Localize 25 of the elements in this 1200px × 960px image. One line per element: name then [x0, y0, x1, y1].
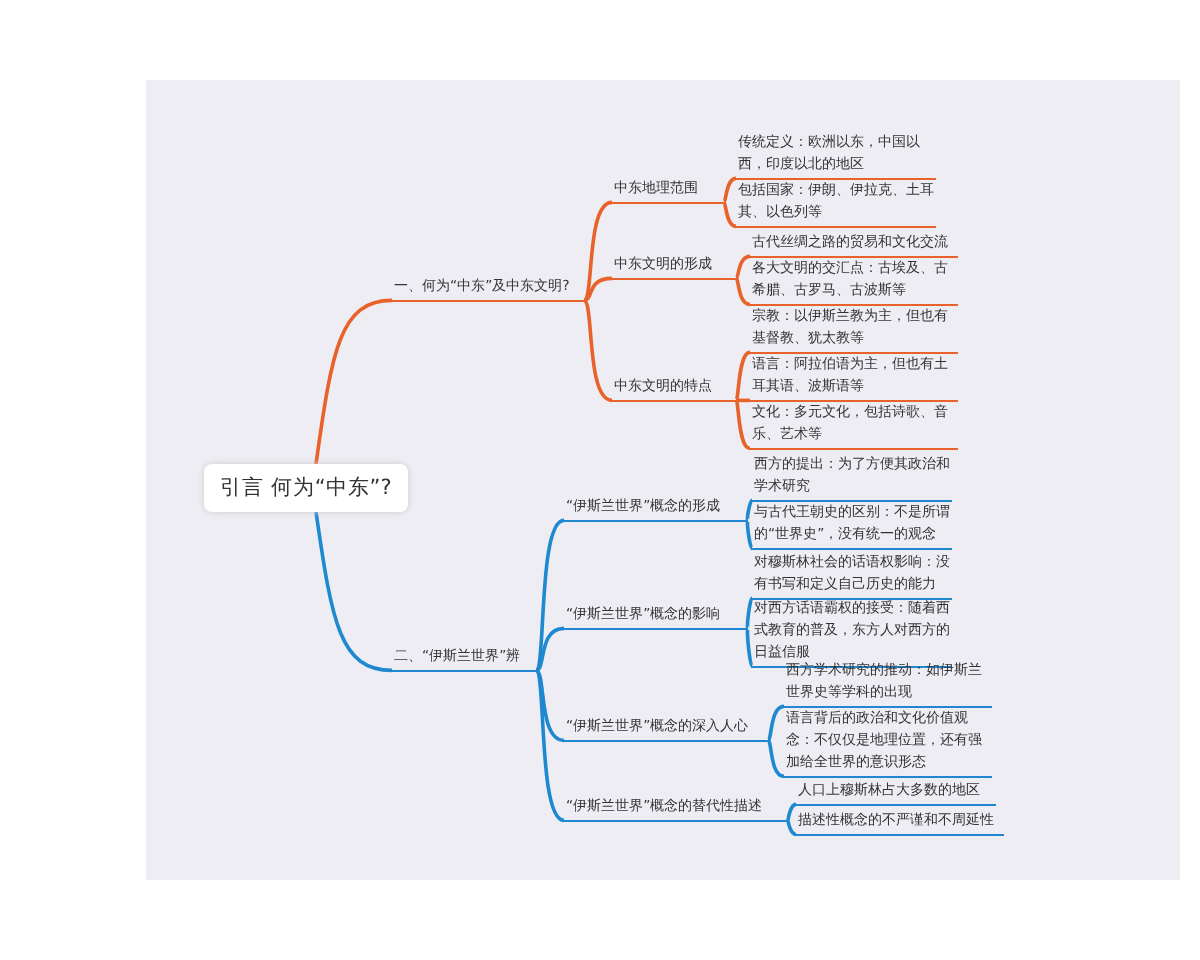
branch-line: [786, 802, 797, 821]
branch-line: [722, 176, 737, 204]
branch-line: [534, 668, 565, 743]
branch-line: [314, 298, 393, 465]
branch-line: [766, 704, 785, 742]
branch-line: [745, 628, 754, 668]
branch-line: [734, 277, 751, 307]
branch-line: [535, 626, 565, 672]
branch-line: [722, 201, 737, 229]
branch-line: [745, 520, 754, 550]
branch-line: [583, 276, 613, 303]
branch-line: [745, 597, 754, 629]
branch-line: [736, 398, 750, 403]
branch-line: [734, 254, 751, 280]
branch-line: [745, 499, 754, 521]
branch-line: [766, 739, 785, 779]
branch-line: [534, 518, 565, 672]
branch-line: [314, 511, 393, 673]
branch-line: [582, 200, 613, 302]
branch-line: [734, 399, 751, 451]
branch-line: [534, 669, 565, 822]
branch-line: [786, 820, 797, 837]
branch-line: [734, 350, 751, 402]
root-topic-box: 引言 何为“中东”?: [204, 464, 408, 512]
branch-line: [582, 299, 613, 403]
